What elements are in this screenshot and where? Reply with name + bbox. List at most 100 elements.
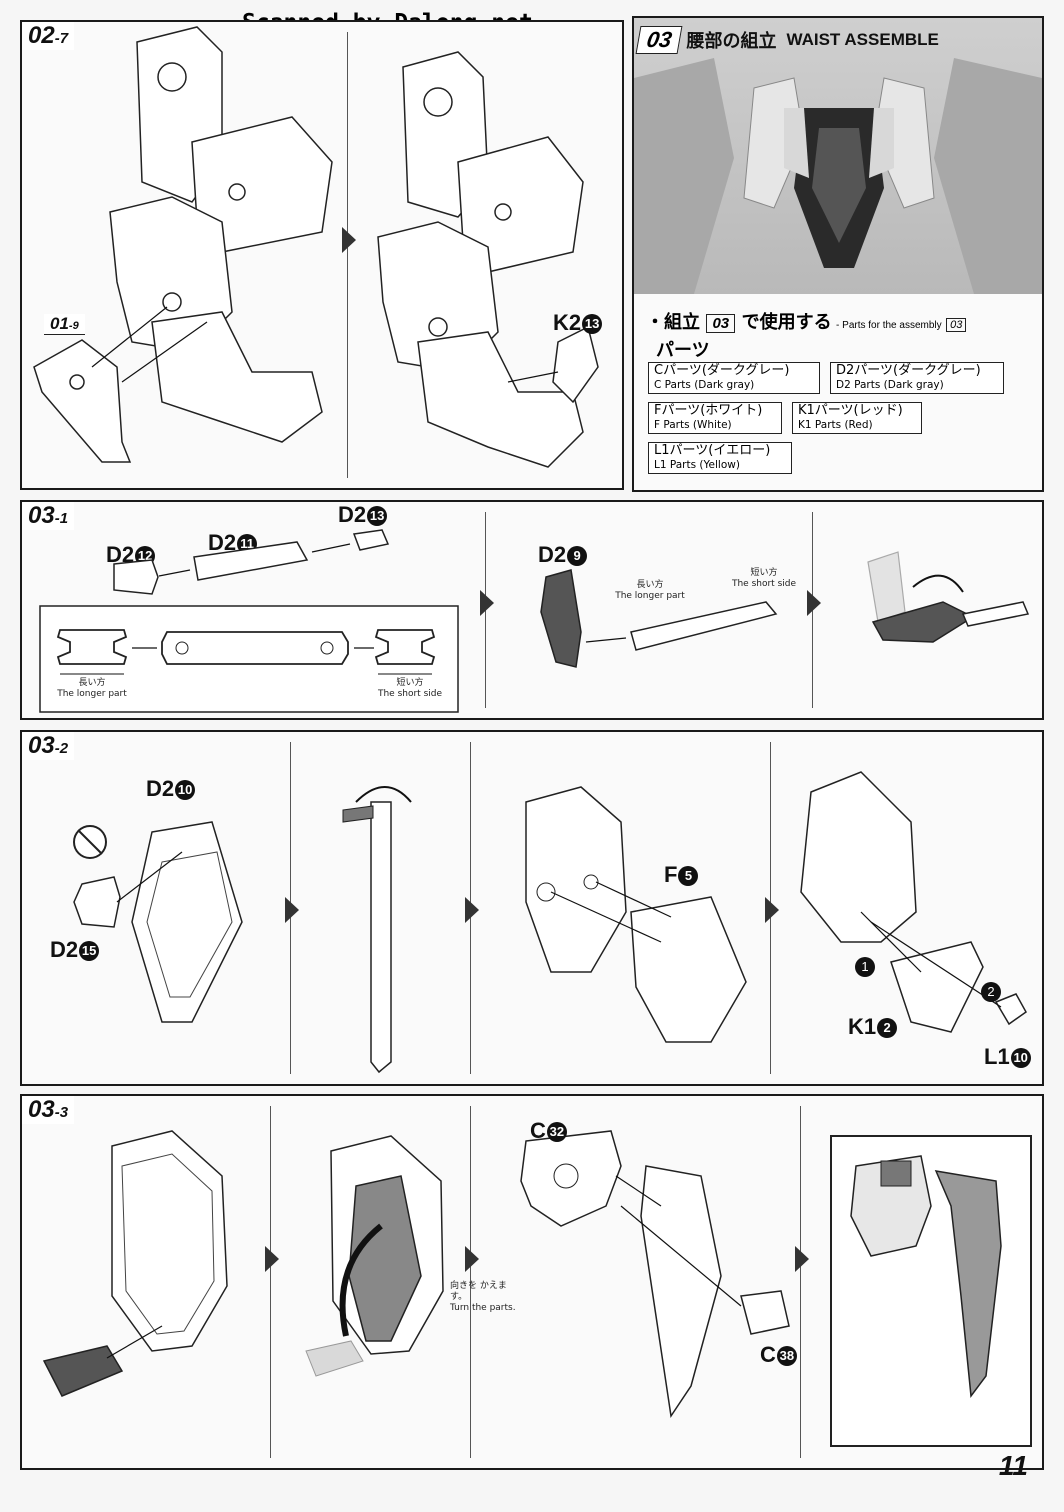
step-sub: -7	[54, 30, 69, 47]
plate-fold-diagram	[867, 551, 1030, 643]
step-03-3-panel: 03-3 向きを かえます。Turn the parts. C	[20, 1094, 1044, 1470]
parts-intro: ・組立 03 で使用する - Parts for the assembly 03…	[646, 308, 1036, 362]
title-jp: 腰部の組立	[686, 31, 777, 52]
page-number: 11	[998, 1450, 1028, 1481]
header-03-panel: 03 腰部の組立 WAIST ASSEMBLE ・組立 03 で使用する - P…	[632, 16, 1044, 492]
side-view-diagram	[342, 786, 412, 1074]
assembly-number-small: 03	[950, 319, 963, 331]
part-en: F Parts (White)	[654, 419, 732, 431]
part-number: 13	[582, 314, 603, 334]
armor-plate-diagram	[540, 569, 778, 668]
note-en: The short side	[377, 689, 443, 699]
part-number: 2	[877, 1018, 898, 1038]
dark-part-attach-diagram	[520, 1130, 790, 1419]
part-jp: D2パーツ(ダークグレー)	[836, 363, 981, 378]
part-number: 15	[79, 941, 100, 961]
next-arrow-icon	[342, 227, 356, 253]
part-code: K2	[553, 310, 582, 335]
assembly-number: 03	[712, 315, 730, 332]
waist-plate-diagram	[73, 821, 243, 1023]
parts-box-c: Cパーツ(ダークグレー)C Parts (Dark gray)	[648, 362, 820, 394]
note-en: The short side	[731, 579, 797, 589]
part-code: D2	[538, 542, 567, 567]
note-jp: 長い方	[636, 580, 664, 590]
front-plate-attach-diagram	[525, 786, 747, 1043]
step-number: 03	[28, 502, 55, 529]
part-number: 5	[678, 866, 699, 886]
leg-diagram-left	[33, 26, 333, 463]
part-jp: Cパーツ(ダークグレー)	[654, 363, 790, 378]
note-jp: 長い方	[78, 678, 106, 688]
note-en: The longer part	[615, 591, 685, 601]
next-arrow-icon	[465, 897, 479, 923]
assembly-badge: 03	[706, 314, 736, 333]
step-sub: -3	[54, 1104, 69, 1121]
next-arrow-icon	[265, 1246, 279, 1272]
connector-assembly-diagram	[39, 529, 459, 713]
step-tab-02-7: 02-7	[22, 22, 75, 50]
part-code: C	[530, 1118, 546, 1143]
step-sub: -2	[54, 740, 69, 757]
parts-box-d2: D2パーツ(ダークグレー)D2 Parts (Dark gray)	[830, 362, 1004, 394]
red-yellow-parts-diagram	[800, 771, 1027, 1033]
assembly-badge-small: 03	[946, 318, 967, 332]
note-jp: 短い方	[396, 678, 424, 688]
parts-box-f: Fパーツ(ホワイト)F Parts (White)	[648, 402, 782, 434]
next-arrow-icon	[480, 590, 494, 616]
part-code: D2	[50, 937, 79, 962]
part-en: L1 Parts (Yellow)	[654, 459, 740, 471]
note-jp: 短い方	[750, 568, 778, 578]
next-arrow-icon	[795, 1246, 809, 1272]
part-en: D2 Parts (Dark gray)	[836, 379, 944, 391]
ref-tab-01-9: 01-9	[44, 314, 85, 335]
part-number: 9	[567, 546, 588, 566]
title-en: WAIST ASSEMBLE	[786, 30, 939, 49]
step-03-badge: 03	[635, 26, 683, 54]
step-number: 02	[28, 22, 55, 49]
step-number: 03	[28, 1096, 55, 1123]
note-en: Turn the parts.	[450, 1303, 516, 1313]
part-en: C Parts (Dark gray)	[654, 379, 755, 391]
part-number: 32	[546, 1122, 567, 1142]
parts-intro-jp2: で使用する	[741, 312, 832, 333]
part-number: 13	[367, 506, 388, 526]
part-jp: Fパーツ(ホワイト)	[654, 403, 763, 418]
divider	[470, 1106, 471, 1458]
part-code: L1	[984, 1044, 1010, 1069]
ref-sub: -9	[68, 320, 79, 332]
part-code: D2	[146, 776, 175, 801]
divider	[347, 32, 348, 478]
step-tab-03-1: 03-1	[22, 502, 75, 530]
part-code: D2	[338, 502, 367, 527]
parts-intro-jp: ・組立	[646, 312, 700, 333]
waist-photo-shapes	[634, 58, 1042, 294]
next-arrow-icon	[285, 897, 299, 923]
parts-box-k1: K1パーツ(レッド)K1 Parts (Red)	[792, 402, 922, 434]
waist-back-diagram	[42, 1130, 228, 1397]
ref-number: 01	[50, 314, 69, 333]
next-arrow-icon	[807, 590, 821, 616]
part-jp: L1パーツ(イエロー)	[654, 443, 771, 458]
note-en: The longer part	[57, 689, 127, 699]
next-arrow-icon	[765, 897, 779, 923]
step-tab-03-3: 03-3	[22, 1096, 75, 1124]
step-number: 03	[28, 732, 55, 759]
step-number: 03	[644, 27, 674, 52]
parts-word: パーツ	[656, 340, 710, 361]
step-tab-03-2: 03-2	[22, 732, 75, 760]
